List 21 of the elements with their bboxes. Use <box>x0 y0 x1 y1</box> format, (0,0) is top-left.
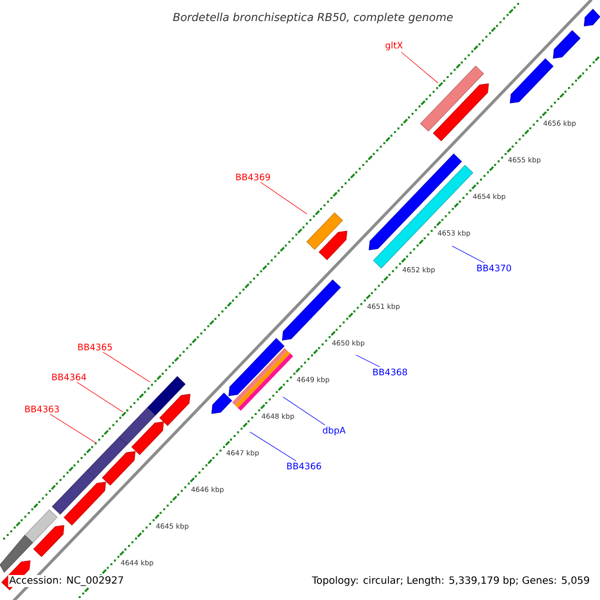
leader-line <box>50 414 96 444</box>
gene-label: BB4370 <box>477 264 512 272</box>
footer-text: Accession: NC_002927 <box>8 575 125 587</box>
leader-line <box>76 382 124 412</box>
leader-line <box>282 396 326 426</box>
gene-label: gltX <box>386 42 403 50</box>
leader-line <box>102 352 150 382</box>
leader-line <box>250 432 296 462</box>
footer-text: Topology: circular; Length: 5,339,179 bp; Genes: 5,059 <box>310 575 591 587</box>
title: Bordetella bronchiseptica RB50, complete genome <box>173 12 453 24</box>
gene-label: BB4366 <box>287 462 322 470</box>
leader-line <box>356 354 380 368</box>
gene-label: BB4364 <box>52 374 86 380</box>
gene-label: BB4369 <box>236 174 270 180</box>
gene-label: dbpA <box>322 426 346 436</box>
gene-label: BB4365 <box>78 344 112 350</box>
leader-line <box>260 182 308 214</box>
leader-line <box>452 246 485 264</box>
gene-label: BB4368 <box>373 368 407 376</box>
leader-line <box>400 52 438 84</box>
gene-label: BB4363 <box>25 406 59 412</box>
